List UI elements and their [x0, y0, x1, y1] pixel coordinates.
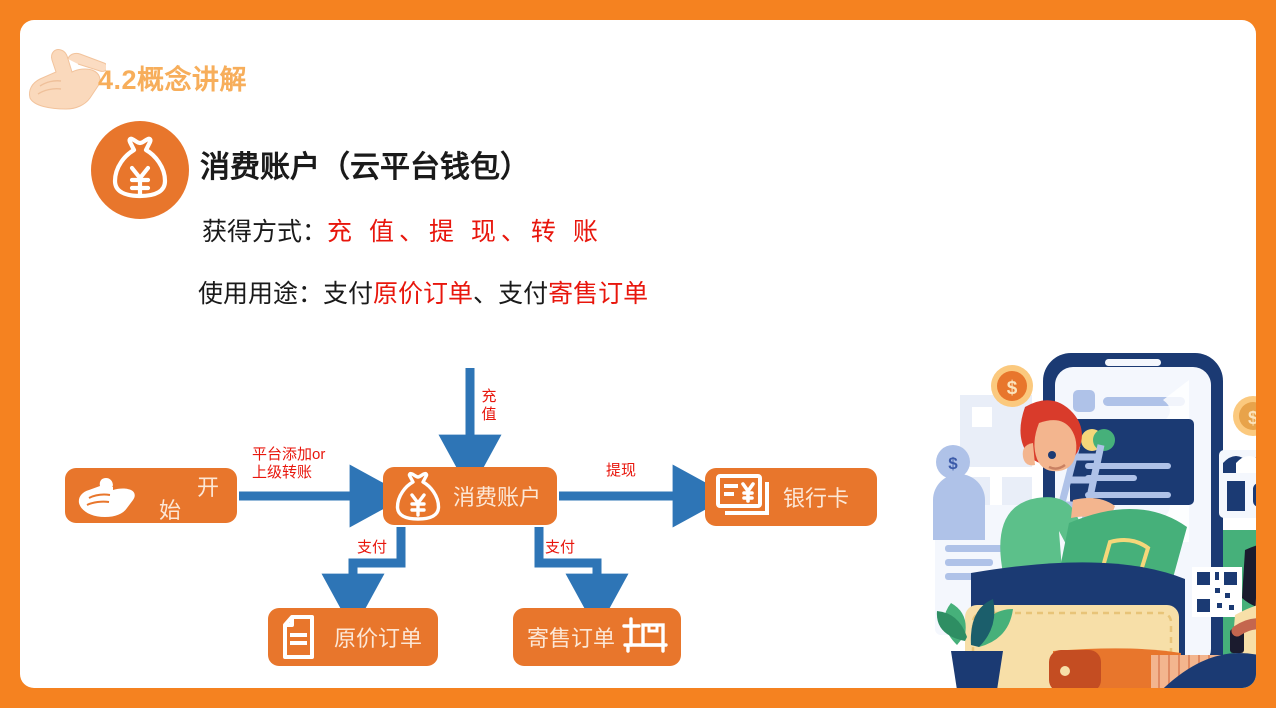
usage-line: 使用用途：支付原价订单、支付寄售订单 [198, 274, 648, 310]
acquire-line: 获得方式：充 值、提 现、转 账 [202, 212, 603, 248]
flow-node-bank-card-label: 银行卡 [783, 486, 850, 511]
storefront [1219, 450, 1256, 518]
mobile-payment-wallet-illustration: $ $ $ $ [905, 345, 1256, 688]
flow-node-start-label-top: 开 [196, 475, 219, 500]
svg-text:$: $ [948, 454, 958, 473]
bank-card-icon [716, 474, 769, 515]
flow-arrows [239, 368, 731, 632]
edge-label-add-line1: 平台添加or [252, 446, 326, 463]
pointing-hand-icon [29, 49, 106, 110]
qr-code [1192, 567, 1242, 617]
flow-node-consign-order-label: 寄售订单 [527, 626, 616, 651]
page-title: 4.2概念讲解 [98, 65, 248, 95]
svg-text:$: $ [1248, 408, 1256, 428]
edge-label-add: 平台添加or 上级转账 [252, 446, 325, 483]
edge-label-pay-consign: 支付 [545, 539, 576, 556]
flow-node-bank-card[interactable]: 银行卡 [705, 468, 877, 526]
svg-text:$: $ [1007, 378, 1018, 399]
coin-right: $ [1233, 396, 1256, 436]
flow-node-start-label-bottom: 始 [158, 498, 181, 523]
seated-person-with-phone [1163, 545, 1256, 688]
usage-original-order: 原价订单 [373, 280, 474, 308]
edge-pay-consign [534, 527, 629, 632]
money-bag-icon [91, 121, 189, 219]
wallet [965, 562, 1185, 688]
flow-node-start[interactable]: 开 始 [65, 468, 237, 523]
edge-label-recharge: 充值 [481, 388, 497, 424]
parcel-shop-icon [622, 617, 668, 653]
edge-pay-original [321, 527, 406, 632]
usage-consign-order: 寄售订单 [548, 280, 649, 308]
usage-pay2: 支付 [498, 280, 549, 308]
usage-separator: 、 [473, 280, 499, 308]
acquire-values: 充 值、提 现、转 账 [327, 218, 603, 246]
potted-plant [936, 599, 1013, 688]
edge-label-withdraw: 提现 [606, 462, 637, 479]
edge-label-add-line2: 上级转账 [252, 464, 313, 482]
flow-node-consign-order[interactable]: 寄售订单 [513, 608, 681, 666]
usage-label: 使用用途： [198, 280, 324, 308]
coin-top: $ [991, 365, 1033, 407]
flow-node-original-order[interactable]: 原价订单 [268, 608, 438, 666]
credit-card [1070, 419, 1194, 505]
flow-node-original-order-label: 原价订单 [334, 626, 423, 651]
edge-label-pay-original: 支付 [357, 539, 388, 556]
slide-card: 4.2概念讲解 消费账户（云平台钱包） 获得方式：充 值、提 现、转 账 使用用… [20, 20, 1256, 688]
flow-node-wallet-label: 消费账户 [453, 485, 542, 510]
acquire-label: 获得方式： [202, 218, 328, 246]
document-icon [283, 615, 314, 659]
flow-node-wallet[interactable]: 消费账户 [383, 467, 557, 525]
coin-left: $ [936, 445, 970, 479]
money-bag-icon [395, 471, 441, 521]
pointing-hand-icon [78, 477, 136, 517]
usage-pay1: 支付 [323, 280, 374, 308]
section-title: 消费账户（云平台钱包） [200, 151, 530, 184]
